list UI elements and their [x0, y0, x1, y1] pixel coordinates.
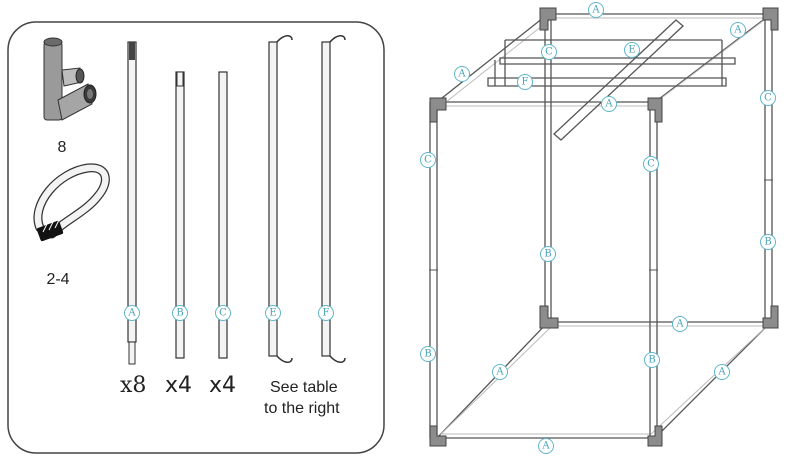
- parts-panel: 8 2-4 A B: [7, 21, 385, 454]
- pole-c-qty: x4: [209, 373, 236, 398]
- svg-text:C: C: [545, 47, 553, 58]
- label-inner-f: F: [517, 74, 533, 90]
- svg-text:C: C: [424, 155, 432, 166]
- assembled-frame: [429, 7, 779, 447]
- label-upper-left: C: [420, 152, 436, 168]
- svg-text:A: A: [604, 99, 613, 110]
- pole-b: B: [172, 71, 188, 359]
- label-upper-right: C: [760, 90, 776, 106]
- svg-text:F: F: [522, 77, 529, 88]
- svg-text:A: A: [717, 367, 726, 378]
- label-upper-mid: C: [643, 156, 659, 172]
- pole-e-tag: E: [265, 305, 281, 321]
- label-base-front: A: [538, 438, 554, 454]
- frame-labels: A A A A C E F C C C B B B B A A A A: [420, 2, 776, 454]
- svg-text:A: A: [495, 367, 504, 378]
- svg-text:A: A: [541, 441, 550, 452]
- pole-f: F: [318, 35, 346, 363]
- label-base-left: A: [492, 364, 508, 380]
- svg-text:A: A: [457, 69, 466, 80]
- svg-text:A: A: [675, 319, 684, 330]
- svg-text:A: A: [591, 5, 600, 16]
- pole-f-tag: F: [318, 305, 334, 321]
- label-inner-e: E: [624, 42, 640, 58]
- pole-a-tag: A: [124, 305, 140, 321]
- pole-b-qty: x4: [165, 373, 192, 398]
- pole-c: C: [215, 71, 231, 359]
- svg-text:B: B: [648, 355, 655, 366]
- svg-text:C: C: [764, 93, 772, 104]
- corner-connector-icon: [43, 37, 97, 121]
- svg-text:F: F: [323, 308, 330, 319]
- label-top-back: A: [588, 2, 604, 18]
- label-top-left: A: [454, 66, 470, 82]
- svg-text:B: B: [544, 249, 551, 260]
- svg-text:C: C: [647, 159, 655, 170]
- svg-text:A: A: [127, 308, 136, 319]
- svg-text:A: A: [733, 25, 742, 36]
- connector-count: 8: [58, 139, 67, 156]
- label-inner-c: C: [541, 44, 557, 60]
- strap-count: 2-4: [46, 271, 69, 288]
- pole-ef-note-line1: See table: [270, 379, 338, 396]
- label-mid-vertical: B: [540, 246, 556, 262]
- velcro-strap-icon: [33, 163, 110, 242]
- pole-b-tag: B: [172, 305, 188, 321]
- label-lower-left: B: [420, 346, 436, 362]
- svg-text:B: B: [424, 349, 431, 360]
- parts-panel-border: [7, 21, 385, 454]
- pole-e: E: [265, 35, 293, 363]
- pole-a-qty: x8: [120, 373, 146, 398]
- svg-text:C: C: [219, 308, 227, 319]
- svg-text:E: E: [269, 308, 276, 319]
- label-top-right: A: [730, 22, 746, 38]
- label-lower-mid: B: [644, 352, 660, 368]
- svg-text:E: E: [628, 45, 635, 56]
- pole-c-tag: C: [215, 305, 231, 321]
- label-right-b: B: [760, 234, 776, 250]
- svg-text:B: B: [176, 308, 183, 319]
- pole-ef-note-line2: to the right: [264, 400, 340, 417]
- label-base-right: A: [714, 364, 730, 380]
- svg-text:B: B: [764, 237, 771, 248]
- label-base-back: A: [672, 316, 688, 332]
- label-top-front: A: [601, 96, 617, 112]
- pole-a: A: [124, 41, 140, 365]
